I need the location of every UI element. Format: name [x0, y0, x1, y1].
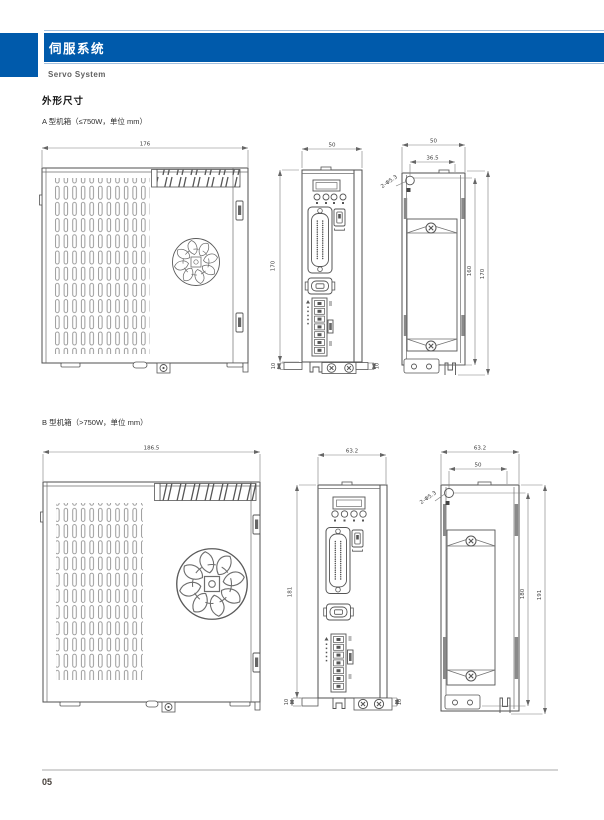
section-title: 外形尺寸 — [42, 96, 85, 107]
header-bottom-rule — [44, 63, 604, 64]
mount-hook — [309, 362, 323, 373]
heatsink-screw — [425, 222, 437, 234]
header-top-rule — [44, 30, 604, 31]
mounting-hole — [405, 175, 415, 186]
mount-hook — [332, 698, 346, 709]
top-vent-band — [159, 483, 257, 501]
dim-front-width: 50 — [329, 143, 336, 149]
dim-hole-note: 2-Φ5.3 — [380, 174, 399, 190]
side-connector — [235, 200, 244, 221]
page-title: 伺服系统 — [49, 42, 106, 56]
dim-height: 181 — [288, 587, 294, 598]
type-b-label: B 型机箱（>750W，单位 mm） — [42, 418, 148, 427]
dim-side-width: 186.5 — [144, 446, 160, 452]
mounting-hole — [444, 488, 454, 498]
side-connector — [252, 514, 261, 535]
type-b-back-view: 63.2 50 2-Φ5.3 180 191 — [419, 446, 547, 715]
ventilation-grid — [55, 178, 150, 354]
terminal-block — [331, 634, 346, 692]
display-panel — [332, 496, 366, 510]
terminal-screw — [326, 363, 337, 373]
terminal-block — [312, 298, 327, 356]
foot — [59, 701, 81, 707]
type-b-side-view: 186.5 — [40, 446, 261, 713]
top-vent-band — [156, 169, 241, 188]
terminal-screw — [357, 698, 369, 710]
heatsink — [446, 529, 496, 686]
ventilation-grid — [56, 503, 143, 680]
mount-hook — [499, 697, 511, 713]
dim-foot-left: 10 — [284, 699, 290, 705]
dim-back-height: 170 — [480, 268, 486, 279]
side-connector — [252, 652, 261, 673]
display-panel — [312, 179, 341, 192]
panel-buttons — [331, 510, 367, 522]
page-subtitle: Servo System — [48, 70, 106, 79]
back-plate — [440, 484, 520, 712]
page-number: 05 — [42, 777, 53, 787]
type-b-front-view: 63.2 181 10 10 — [284, 449, 403, 711]
type-a-label: A 型机箱（≤750W，单位 mm） — [42, 117, 147, 126]
terminal-screw — [344, 363, 354, 373]
heatsink-screw — [425, 340, 437, 352]
io-connector — [307, 206, 333, 274]
type-a-back-view: 50 36.5 2-Φ5.3 160 170 — [380, 139, 490, 376]
dim-back-width: 63.2 — [474, 446, 486, 452]
mount-bracket — [403, 358, 440, 374]
dim-mount-pitch: 180 — [520, 588, 526, 599]
dim-foot-right: 10 — [397, 699, 403, 705]
encoder-connector — [323, 603, 354, 621]
heatsink-screw — [465, 670, 477, 682]
foot — [229, 701, 251, 707]
dim-back-width: 50 — [430, 139, 437, 145]
dim-mount-pitch: 160 — [467, 265, 473, 276]
dim-hole-note: 2-Φ5.3 — [419, 490, 438, 506]
dim-front-width: 63.2 — [346, 449, 358, 455]
type-a-front-view: 50 170 10 10 — [271, 143, 381, 374]
io-connector — [325, 526, 351, 595]
panel-buttons — [313, 193, 347, 204]
foot — [60, 362, 81, 368]
encoder-connector — [304, 277, 336, 295]
dim-hole-pitch: 36.5 — [426, 156, 439, 162]
back-plate — [401, 172, 466, 366]
dim-height: 170 — [271, 260, 277, 271]
footer-rule — [42, 769, 558, 771]
dim-side-width: 176 — [140, 142, 151, 148]
foot — [226, 362, 244, 368]
dim-foot-left: 10 — [271, 363, 277, 369]
terminal-screw — [373, 698, 385, 710]
dim-hole-pitch: 50 — [475, 463, 482, 469]
dim-back-height: 191 — [537, 590, 543, 601]
header-bar: 伺服系统 — [44, 33, 604, 62]
mount-hook — [444, 362, 456, 375]
mount-bracket — [444, 694, 481, 710]
type-a-side-view: 176 — [39, 142, 249, 374]
header-accent-block — [0, 33, 38, 77]
heatsink-screw — [465, 535, 477, 547]
side-connector — [235, 312, 244, 333]
dim-foot-right: 10 — [375, 363, 381, 369]
